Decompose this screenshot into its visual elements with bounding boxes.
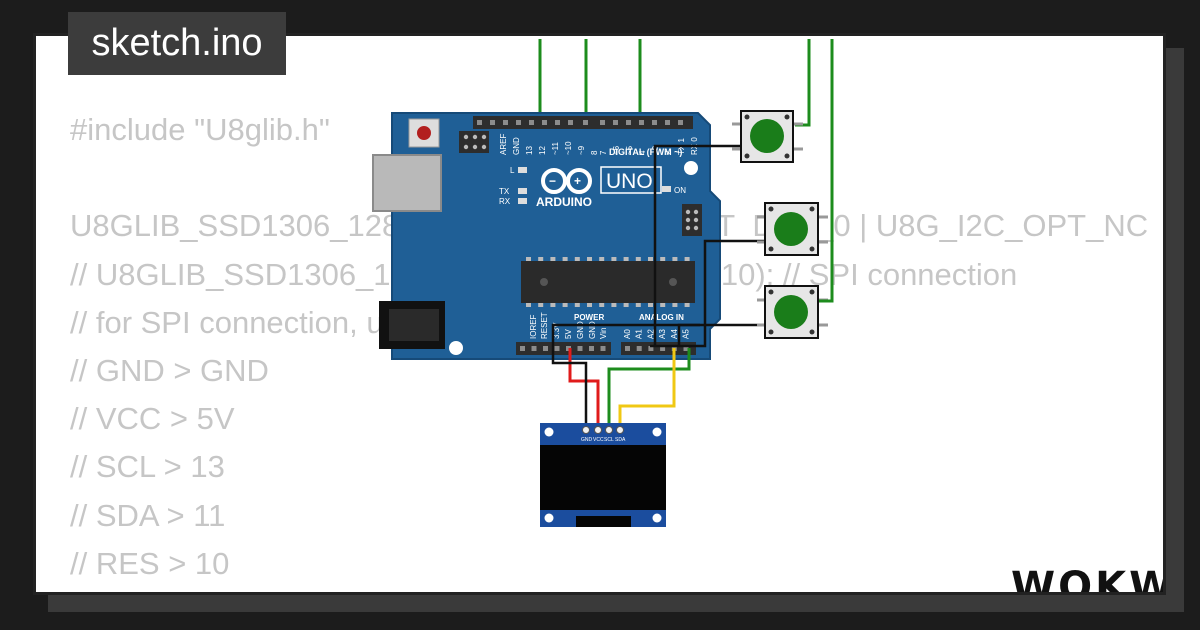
power-pin-label: GND (576, 321, 585, 339)
svg-text:−: − (549, 174, 556, 188)
digital-pin-label: 2 (664, 150, 673, 155)
digital-pin-label: ~10 (564, 141, 573, 155)
arduino-logo: − + ARDUINO (536, 168, 592, 209)
pushbutton-2[interactable] (757, 202, 828, 256)
digital-pin-label: GND (512, 137, 521, 155)
wokwi-logo: WOKWi (1011, 564, 1163, 595)
digital-label: DIGITAL (PWM ~) (609, 147, 682, 157)
svg-text:+: + (574, 174, 581, 188)
oled-pin-label: SCL (604, 437, 614, 443)
led-on (662, 186, 671, 192)
power-pin-label: RESET (540, 312, 549, 339)
arduino-brand: ARDUINO (536, 195, 592, 209)
wire-black-4 (551, 323, 700, 348)
power-header (516, 342, 611, 355)
oled-wires (551, 348, 691, 429)
power-pin-label: GND (588, 321, 597, 339)
code-line: // VCC > 5V (70, 401, 235, 437)
digital-pin-label: ~9 (577, 145, 586, 155)
led-rx-label: RX (499, 197, 511, 206)
analog-pin-label: A5 (682, 329, 691, 339)
led-l-label: L (510, 166, 515, 175)
preview-card: #include "U8glib.h"U8GLIB_SSD1306_128X64… (33, 33, 1166, 595)
analog-pin-label: A1 (635, 329, 644, 339)
wire-sda (618, 348, 676, 429)
digital-pin-label: 8 (590, 150, 599, 155)
analog-label: ANALOG IN (639, 313, 684, 322)
mounting-hole (449, 341, 463, 355)
power-label: POWER (574, 313, 604, 322)
oled-pin-label: GND (581, 437, 593, 443)
analog-pin-label: A3 (658, 329, 667, 339)
power-pin-label: IOREF (529, 314, 538, 339)
digital-pin-label: ~6 (612, 145, 621, 155)
digital-pin-label: 4 (638, 150, 647, 155)
model-label: UNO (606, 170, 653, 193)
code-line: // RES > 10 (70, 545, 230, 581)
led-rx (518, 198, 527, 204)
icsp-header (459, 131, 702, 236)
wire-gnd (551, 348, 588, 429)
code-line: // GND > GND (70, 352, 269, 388)
digital-pin-label: 13 (525, 146, 534, 155)
code-line: // SCL > 13 (70, 449, 225, 485)
analog-pin-label: A2 (646, 329, 655, 339)
power-pin-label: 3.3V (552, 322, 561, 339)
wire-button1 (795, 39, 811, 127)
analog-pin-label: A4 (670, 329, 679, 339)
pushbutton-1[interactable] (732, 110, 803, 163)
wire-scl (607, 348, 691, 429)
power-pin-label: Vin (599, 328, 608, 339)
digital-pin-label: ~11 (551, 141, 560, 155)
atmega-chip (521, 257, 695, 307)
wire-black-1 (653, 144, 741, 346)
oled-screen (540, 445, 666, 510)
led-on-label: ON (674, 186, 686, 195)
code-line: // SDA > 11 (70, 497, 226, 533)
usb-port (372, 154, 442, 212)
pushbutton-3[interactable] (757, 285, 828, 339)
led-tx-label: TX (499, 187, 510, 196)
wire-button3 (821, 39, 834, 303)
oled-pin-label: VCC (593, 437, 604, 443)
oled-pin-label: SDA (615, 437, 626, 443)
wire-vcc (568, 348, 600, 429)
black-wires (551, 144, 765, 348)
wire-black-2 (650, 239, 765, 348)
digital-pin-label: AREF (499, 134, 508, 155)
mounting-hole (684, 161, 698, 175)
led-tx (518, 188, 527, 194)
digital-pin-label: ~5 (625, 145, 634, 155)
project-title: sketch.ino (68, 12, 286, 75)
led-l (518, 167, 527, 173)
digital-pin-label: 12 (538, 146, 547, 155)
code-line: #include "U8glib.h" (70, 112, 330, 147)
analog-pin-label: A0 (623, 329, 632, 339)
digital-pin-label: 7 (599, 150, 608, 155)
power-pin-label: 5V (564, 329, 573, 339)
